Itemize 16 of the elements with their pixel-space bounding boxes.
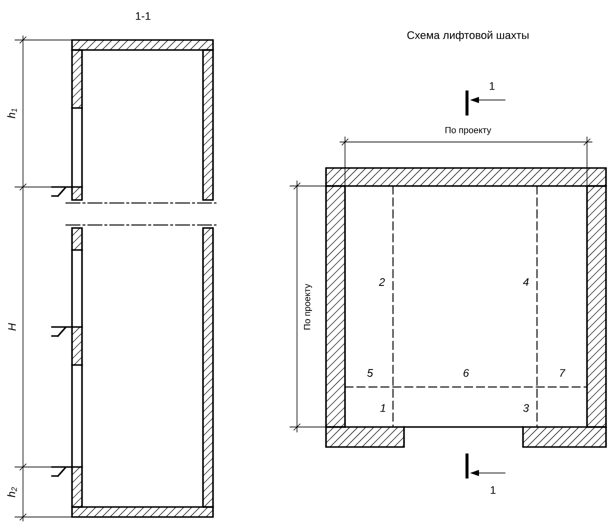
- drawing-title: Схема лифтовой шахты: [407, 30, 528, 42]
- section-label: 1-1: [136, 12, 150, 20]
- dimension-label: h$_{1}$: [7, 108, 17, 118]
- section-label: 1: [490, 486, 496, 494]
- callout-number: 2: [378, 278, 385, 286]
- dimension-label: По проекту: [446, 126, 492, 135]
- callout-number: 7: [560, 369, 566, 377]
- dimension-label: h$_{2}$: [7, 487, 17, 498]
- dimension-label: По проекту: [304, 284, 312, 330]
- callout-number: 5: [367, 369, 374, 377]
- callout-number: 6: [464, 369, 470, 377]
- section-label: 1: [490, 82, 495, 90]
- callout-number: 1: [380, 404, 386, 412]
- callout-number: 3: [523, 404, 529, 412]
- callout-number: 4: [523, 278, 529, 286]
- dimension-label: H: [8, 323, 16, 331]
